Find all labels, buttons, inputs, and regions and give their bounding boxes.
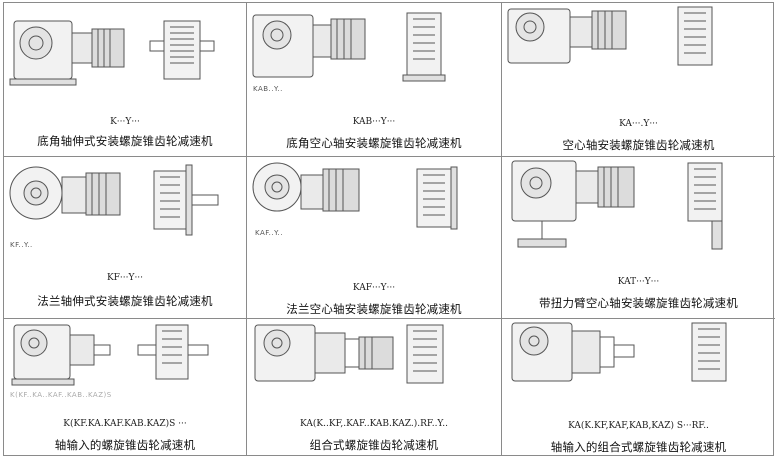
drawing-label: K(KF..KA..KAF..KAB..KAZ)S bbox=[10, 391, 112, 399]
model-code: KAF···Y··· bbox=[352, 283, 396, 293]
product-cell-kaf-flange-hollow: KAF..Y.. KAF···Y··· 法兰空心轴安装螺旋锥齿轮减速机 bbox=[247, 157, 502, 319]
product-name: 轴输入的组合式螺旋锥齿轮减速机 bbox=[550, 440, 727, 454]
product-cell-k-shaft-input: K(KF..KA..KAF..KAB..KAZ)S K(KF.KA.KAF.KA… bbox=[4, 319, 247, 455]
product-name: 空心轴安装螺旋锥齿轮减速机 bbox=[562, 138, 715, 152]
model-code: KAB···Y··· bbox=[352, 117, 396, 127]
product-name: 法兰空心轴安装螺旋锥齿轮减速机 bbox=[286, 302, 462, 316]
product-cell-ka-combined-shaft-input: KA(K.KF,KAF,KAB,KAZ) S···RF.. 轴输入的组合式螺旋锥… bbox=[502, 319, 775, 455]
drawing-label: KAB..Y.. bbox=[253, 85, 283, 93]
drawing-label: KF..Y.. bbox=[10, 241, 33, 249]
product-name: 底角空心轴安装螺旋锥齿轮减速机 bbox=[286, 136, 462, 150]
gearbox-drawing bbox=[507, 6, 713, 66]
model-code: KA(K.KF,KAF,KAB,KAZ) S···RF.. bbox=[568, 421, 709, 431]
model-code: KA···.Y··· bbox=[619, 119, 658, 129]
gearbox-drawing bbox=[252, 12, 446, 82]
product-name: 轴输入的螺旋锥齿轮减速机 bbox=[54, 438, 196, 452]
product-cell-ka-hollow: KA···.Y··· 空心轴安装螺旋锥齿轮减速机 bbox=[502, 3, 775, 157]
model-code: K(KF.KA.KAF.KAB.KAZ)S ··· bbox=[63, 419, 187, 429]
product-cell-kab-foot-hollow: KAB..Y.. KAB···Y··· 底角空心轴安装螺旋锥齿轮减速机 bbox=[247, 3, 502, 157]
product-cell-k-foot-solid: K···Y··· 底角轴伸式安装螺旋锥齿轮减速机 bbox=[4, 3, 247, 157]
gearbox-drawing bbox=[252, 162, 458, 230]
model-code: KF···Y··· bbox=[106, 273, 144, 283]
gearbox-drawing bbox=[11, 324, 209, 386]
gearbox-drawing bbox=[9, 164, 219, 236]
product-cell-ka-combined: KA(K..KF,.KAF..KAB.KAZ.).RF..Y.. 组合式螺旋锥齿… bbox=[247, 319, 502, 455]
gearbox-drawing bbox=[511, 160, 723, 250]
product-name: 组合式螺旋锥齿轮减速机 bbox=[309, 438, 439, 452]
product-grid: K···Y··· 底角轴伸式安装螺旋锥齿轮减速机 KAB..Y.. KAB···… bbox=[3, 2, 775, 456]
gearbox-drawing bbox=[254, 324, 444, 384]
model-code: KA(K..KF,.KAF..KAB.KAZ.).RF..Y.. bbox=[300, 419, 448, 429]
gearbox-drawing bbox=[9, 20, 215, 86]
gearbox-drawing bbox=[511, 322, 727, 382]
drawing-label: KAF..Y.. bbox=[255, 229, 283, 237]
product-name: 带扭力臂空心轴安装螺旋锥齿轮减速机 bbox=[539, 296, 738, 310]
product-cell-kf-flange-solid: KF..Y.. KF···Y··· 法兰轴伸式安装螺旋锥齿轮减速机 bbox=[4, 157, 247, 319]
product-cell-kat-torque-arm: KAT···Y··· 带扭力臂空心轴安装螺旋锥齿轮减速机 bbox=[502, 157, 775, 319]
product-name: 底角轴伸式安装螺旋锥齿轮减速机 bbox=[37, 134, 213, 148]
product-name: 法兰轴伸式安装螺旋锥齿轮减速机 bbox=[37, 294, 213, 308]
model-code: K···Y··· bbox=[110, 117, 140, 127]
model-code: KAT···Y··· bbox=[617, 277, 660, 287]
